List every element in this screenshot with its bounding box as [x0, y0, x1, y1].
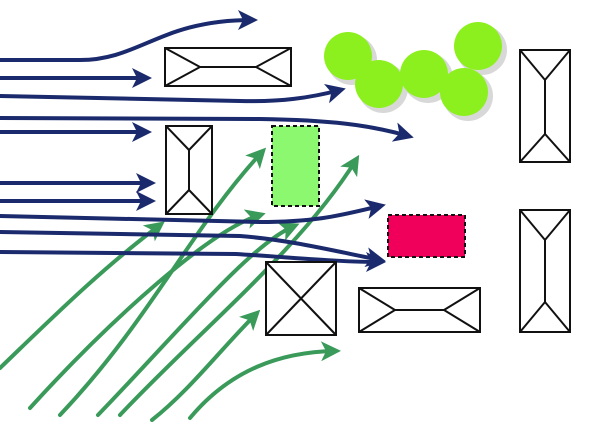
tree-cluster	[324, 22, 507, 121]
building-roof-icon	[165, 125, 213, 215]
green-wind-arrows	[0, 147, 360, 422]
tree-canopy-icon	[440, 68, 493, 121]
green-arrow-7	[188, 341, 341, 420]
building-roof-icon	[519, 49, 571, 163]
building-roof-icon	[519, 209, 571, 333]
blue-wind-arrows	[0, 10, 414, 272]
green-arrow-5	[118, 154, 360, 417]
blue-arrow-1	[0, 10, 258, 62]
green-arrow-4	[96, 222, 300, 417]
building-roof-icon	[164, 47, 292, 87]
green-arrow-1	[0, 221, 165, 370]
tree-canopy-icon	[454, 22, 507, 75]
blue-arrow-10	[0, 250, 386, 272]
blue-arrow-8	[0, 199, 386, 225]
building-roof-icon	[265, 261, 337, 336]
green-arrow-3	[58, 147, 267, 417]
green-space-zone	[271, 125, 320, 207]
blue-arrow-4	[0, 116, 414, 142]
green-arrow-2	[28, 209, 266, 410]
green-arrow-6	[150, 309, 261, 422]
building-roof-icon	[358, 287, 481, 333]
blue-arrow-3	[0, 83, 346, 104]
heat-zone	[387, 214, 466, 258]
blue-arrow-9	[0, 230, 386, 268]
buildings	[164, 47, 571, 336]
tree-canopy-icon	[355, 60, 408, 113]
